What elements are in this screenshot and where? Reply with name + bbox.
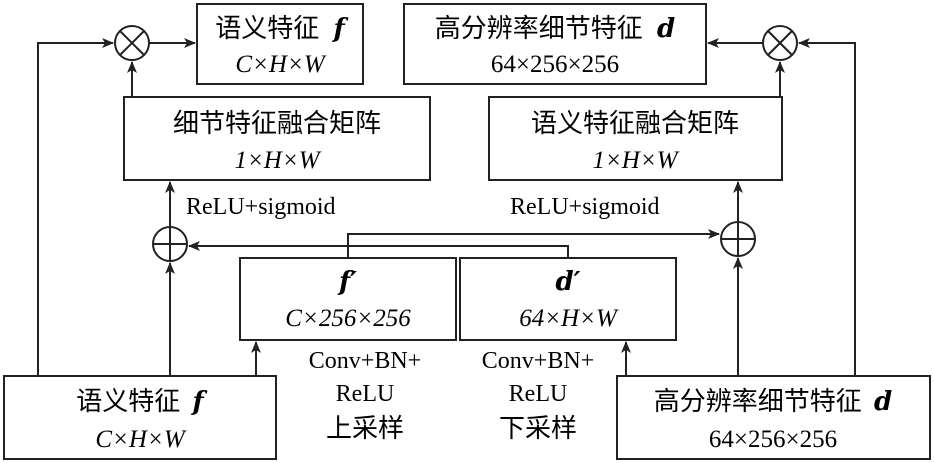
upsample-line1: Conv+BN+: [309, 348, 421, 374]
top-semantic-feature-box: 语义特征 f C×H×W: [196, 3, 364, 85]
bottom-detail-var: d: [874, 387, 892, 417]
bottom-detail-feature-box: 高分辨率细节特征 d 64×256×256: [616, 375, 931, 460]
left-activation-label: ReLU+sigmoid: [186, 194, 336, 220]
upsample-op-label: Conv+BN+ ReLU 上采样: [309, 348, 421, 444]
svg-text:高分辨率细节特征 d: 高分辨率细节特征 d: [435, 14, 675, 44]
upsample-line3: 上采样: [326, 414, 404, 444]
d-prime-to-left-add-arrow: [188, 241, 569, 258]
f-prime-var: f′: [337, 267, 357, 297]
semantic-skip-arrow: [37, 38, 114, 376]
svg-text:语义特征 f: 语义特征 f: [76, 387, 207, 417]
upsample-line2: ReLU: [336, 381, 395, 407]
semantic-matrix-title: 语义特征融合矩阵: [531, 109, 739, 139]
bottom-detail-dims: 64×256×256: [709, 426, 837, 453]
bottom-semantic-var: f: [191, 387, 208, 417]
bottom-semantic-feature-box: 语义特征 f C×H×W: [3, 375, 277, 460]
detail-matrix-title: 细节特征融合矩阵: [173, 109, 381, 139]
d-prime-dims: 64×H×W: [519, 305, 619, 332]
svg-text:高分辨率细节特征 d: 高分辨率细节特征 d: [654, 387, 892, 417]
bottom-detail-title: 高分辨率细节特征: [654, 387, 862, 417]
left-multiply-node: [114, 25, 150, 61]
top-semantic-dims: C×H×W: [235, 51, 326, 78]
f-prime-to-right-add-arrow: [347, 229, 720, 258]
downsample-line2: ReLU: [509, 381, 568, 407]
semantic-fusion-matrix-box: 语义特征融合矩阵 1×H×W: [488, 96, 783, 181]
downsample-line3: 下采样: [499, 414, 577, 444]
top-detail-feature-box: 高分辨率细节特征 d 64×256×256: [403, 3, 707, 85]
svg-text:语义特征 f: 语义特征 f: [215, 14, 348, 44]
top-detail-dims: 64×256×256: [491, 51, 619, 78]
left-add-node: [152, 226, 188, 262]
detail-matrix-dims: 1×H×W: [234, 147, 321, 174]
top-semantic-var: f: [332, 14, 349, 44]
top-detail-var: d: [657, 14, 675, 44]
top-detail-title: 高分辨率细节特征: [435, 14, 643, 44]
f-prime-dims: C×256×256: [285, 305, 411, 332]
detail-fusion-matrix-box: 细节特征融合矩阵 1×H×W: [123, 96, 431, 181]
detail-skip-arrow: [798, 38, 856, 376]
f-prime-box: f′ C×256×256: [239, 257, 457, 341]
right-activation-label: ReLU+sigmoid: [510, 194, 660, 220]
downsample-op-label: Conv+BN+ ReLU 下采样: [482, 348, 594, 444]
right-add-node: [720, 221, 756, 257]
semantic-matrix-dims: 1×H×W: [592, 147, 679, 174]
bottom-semantic-title: 语义特征: [76, 387, 180, 417]
d-prime-box: d′ 64×H×W: [459, 257, 677, 341]
right-multiply-node: [762, 25, 798, 61]
top-semantic-title: 语义特征: [215, 14, 319, 44]
downsample-line1: Conv+BN+: [482, 348, 594, 374]
d-prime-var: d′: [555, 267, 580, 297]
bottom-semantic-dims: C×H×W: [95, 426, 186, 453]
